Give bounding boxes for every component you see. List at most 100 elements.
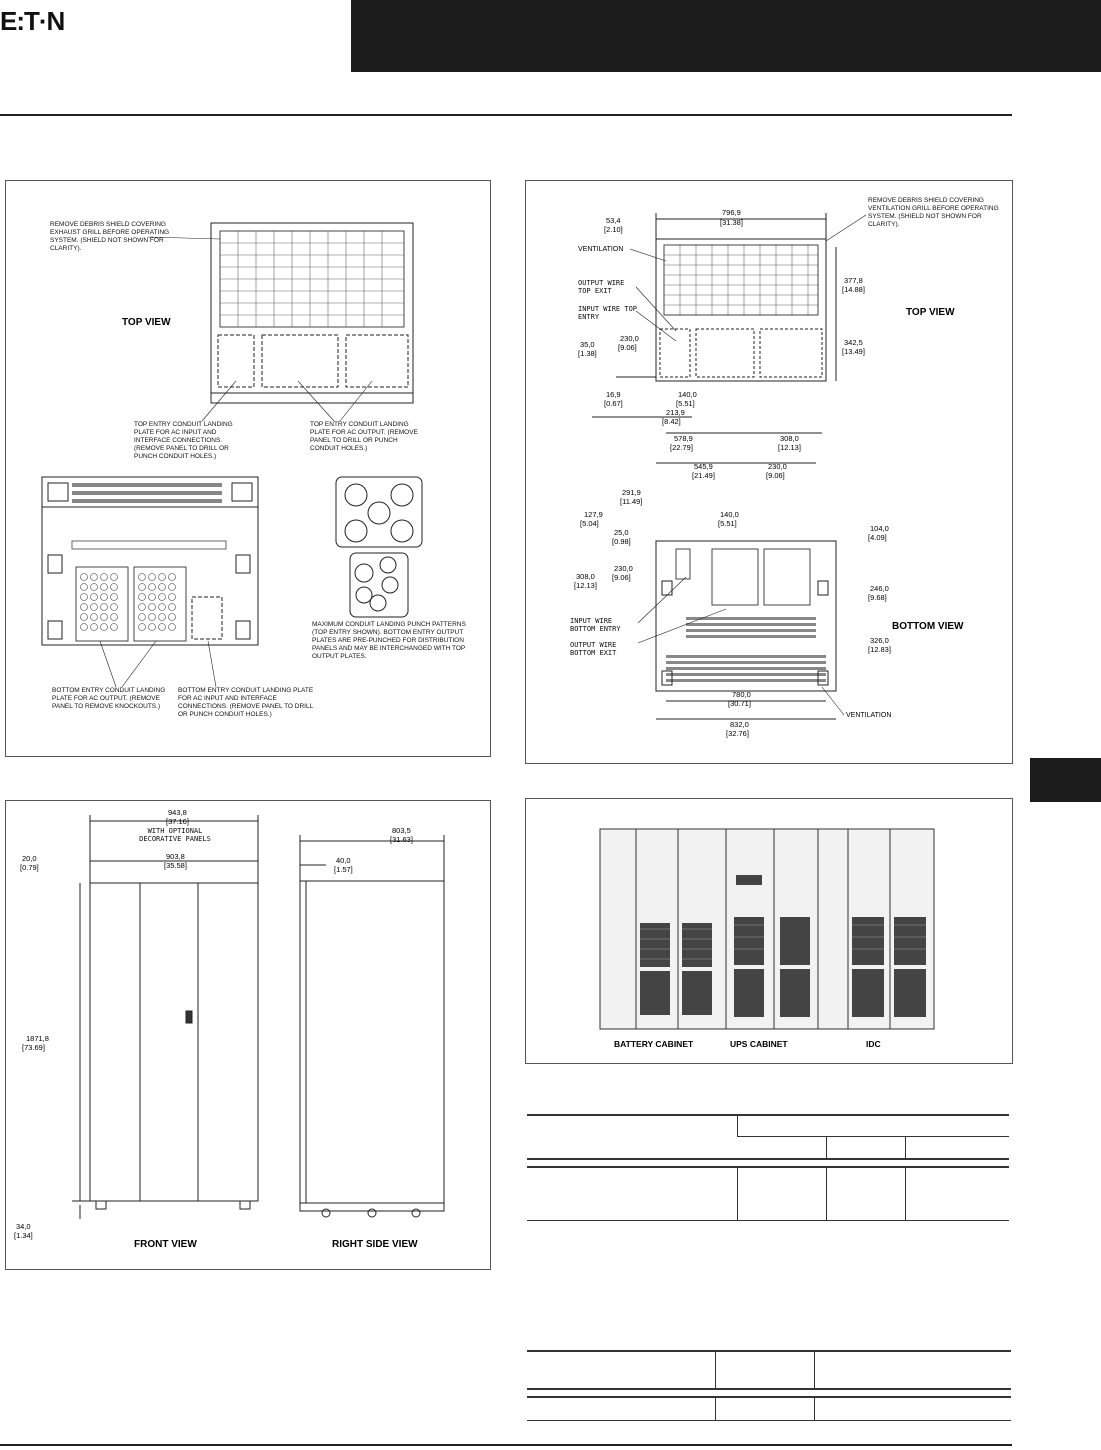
note-max-punch: MAXIMUM CONDUIT LANDING PUNCH PATTERNS (… bbox=[312, 621, 466, 660]
dim-e3b: [11.49] bbox=[620, 497, 642, 506]
section-tab bbox=[1030, 758, 1101, 802]
dim-width: 903,8 bbox=[166, 852, 185, 861]
dim-d2b: [31.38] bbox=[720, 218, 743, 227]
dim-d4b: [13.49] bbox=[842, 347, 865, 356]
dim-e11b: [12.83] bbox=[868, 645, 891, 654]
dim-e12b: [30.71] bbox=[728, 699, 751, 708]
dim-e11: 326,0 bbox=[870, 636, 889, 645]
punch-patterns bbox=[335, 476, 423, 618]
dim-e6b: [0.98] bbox=[612, 537, 631, 546]
front-view-label: FRONT VIEW bbox=[134, 1239, 197, 1250]
table1-subheader bbox=[738, 1136, 827, 1158]
dim-depth-b: [31.63] bbox=[390, 835, 413, 844]
dimension-drawing: 53,4 [2.10] 796,9 [31.38] 377,8 [14.88] … bbox=[570, 197, 999, 738]
dim-d2: 796,9 bbox=[722, 208, 741, 217]
spec-table-1-header bbox=[527, 1116, 1009, 1158]
dim-e9b: [12.13] bbox=[574, 581, 597, 590]
top-bottom-drawing: TOP VIEW REMOVE DEBRIS SHIELD COVERING E… bbox=[41, 221, 466, 718]
note-top-entry-output: TOP ENTRY CONDUIT LANDING PLATE FOR AC O… bbox=[310, 421, 418, 452]
dim-e2: 230,0 bbox=[768, 462, 787, 471]
dim-depth: 803,5 bbox=[392, 826, 411, 835]
dim-d11: 308,0 bbox=[780, 434, 799, 443]
dim-d9b: [8.42] bbox=[662, 417, 681, 426]
note-debris-shield: REMOVE DEBRIS SHIELD COVERING EXHAUST GR… bbox=[50, 221, 170, 252]
table1-mid-rule bbox=[527, 1158, 1009, 1160]
footer-rule bbox=[0, 1444, 1012, 1446]
dim-d10: 578,9 bbox=[674, 434, 693, 443]
table1-cell bbox=[737, 1168, 827, 1220]
dim-d6b: [9.06] bbox=[618, 343, 637, 352]
table1-header-group bbox=[737, 1116, 1009, 1137]
dim-d6: 230,0 bbox=[620, 334, 639, 343]
lbl-input-top: INPUT WIRE TOP ENTRY bbox=[578, 305, 638, 321]
header-bar bbox=[351, 0, 1101, 72]
dim-e5: 140,0 bbox=[720, 510, 739, 519]
dim-side-gap-b: [0.79] bbox=[20, 863, 39, 872]
lbl-ventilation-bottom: VENTILATION bbox=[846, 712, 891, 719]
spec-table-2-body bbox=[527, 1398, 1011, 1420]
table1-header-cell bbox=[527, 1116, 738, 1158]
dim-e5b: [5.51] bbox=[718, 519, 737, 528]
table1-subheader bbox=[825, 1136, 905, 1158]
figure-top-bottom-entry: TOP VIEW REMOVE DEBRIS SHIELD COVERING E… bbox=[5, 180, 491, 757]
lbl-input-bottom: INPUT WIRE BOTTOM ENTRY bbox=[570, 617, 621, 633]
dim-e2b: [9.06] bbox=[766, 471, 785, 480]
dim-depth-gap: 40,0 bbox=[336, 856, 351, 865]
lbl-ventilation: VENTILATION bbox=[578, 246, 623, 253]
cabinet-lineup-drawing: BATTERY CABINET UPS CABINET IDC bbox=[599, 828, 935, 1049]
spec-table-1-body bbox=[527, 1168, 1009, 1220]
figure-cabinet-lineup: BATTERY CABINET UPS CABINET IDC bbox=[525, 798, 1013, 1064]
top-view-cabinet bbox=[210, 222, 414, 404]
table2-body-rule bbox=[527, 1396, 1011, 1398]
dim-d5: 35,0 bbox=[580, 340, 595, 349]
dim-overall-b: [37.16] bbox=[166, 817, 189, 826]
dim-side-gap: 20,0 bbox=[22, 854, 37, 863]
dim-d4: 342,5 bbox=[844, 338, 863, 347]
note-debris-shield-right: REMOVE DEBRIS SHIELD COVERING VENTILATIO… bbox=[868, 197, 999, 228]
dim-height-b: [73.69] bbox=[22, 1043, 45, 1052]
top-view-label-right: TOP VIEW bbox=[906, 307, 955, 318]
dim-d11b: [12.13] bbox=[778, 443, 801, 452]
table2-header-cell bbox=[715, 1352, 815, 1388]
table2-cell bbox=[814, 1398, 1011, 1420]
lbl-idc: IDC bbox=[866, 1039, 881, 1049]
top-view-label: TOP VIEW bbox=[122, 317, 171, 328]
lbl-output-top: OUTPUT WIRE TOP EXIT bbox=[578, 279, 625, 295]
dim-d3: 377,8 bbox=[844, 276, 863, 285]
table2-header-cell bbox=[527, 1352, 716, 1388]
table2-mid-rule bbox=[527, 1388, 1011, 1390]
table2-bottom-rule bbox=[527, 1420, 1011, 1421]
dim-e13: 832,0 bbox=[730, 720, 749, 729]
table2-cell bbox=[715, 1398, 815, 1420]
dim-e8b: [9.06] bbox=[612, 573, 631, 582]
dim-height: 1871,8 bbox=[26, 1034, 49, 1043]
dim-e1: 545,9 bbox=[694, 462, 713, 471]
dim-d8b: [5.51] bbox=[676, 399, 695, 408]
dim-base-b: [1.34] bbox=[14, 1231, 33, 1240]
dim-e10b: [9.68] bbox=[868, 593, 887, 602]
dim-d5b: [1.38] bbox=[578, 349, 597, 358]
table1-bottom-rule bbox=[527, 1220, 1009, 1221]
dim-e7b: [4.09] bbox=[868, 533, 887, 542]
dim-depth-gap-b: [1.57] bbox=[334, 865, 353, 874]
table2-header-cell bbox=[814, 1352, 1011, 1388]
dim-overall: 943,8 bbox=[168, 808, 187, 817]
table1-subheader bbox=[904, 1136, 1009, 1158]
table1-body-rule bbox=[527, 1166, 1009, 1168]
note-top-entry-input: TOP ENTRY CONDUIT LANDING PLATE FOR AC I… bbox=[134, 421, 233, 460]
figure-dimensions-top-bottom: 53,4 [2.10] 796,9 [31.38] 377,8 [14.88] … bbox=[525, 180, 1013, 764]
table2-cell bbox=[527, 1398, 716, 1420]
right-side-view-label: RIGHT SIDE VIEW bbox=[332, 1239, 418, 1250]
table2-top-rule bbox=[527, 1350, 1011, 1352]
dim-d1: 53,4 bbox=[606, 216, 621, 225]
dim-d7: 16,9 bbox=[606, 390, 621, 399]
front-side-drawing: 943,8 [37.16] WITH OPTIONAL DECORATIVE P… bbox=[14, 808, 445, 1250]
table1-cell bbox=[905, 1168, 1009, 1220]
bottom-view-label: BOTTOM VIEW bbox=[892, 621, 964, 632]
eaton-logo: E:T·N bbox=[0, 6, 65, 36]
dim-e4b: [5.04] bbox=[580, 519, 599, 528]
dim-d3b: [14.88] bbox=[842, 285, 865, 294]
dim-overall-note: WITH OPTIONAL DECORATIVE PANELS bbox=[139, 827, 211, 843]
dim-e4: 127,9 bbox=[584, 510, 603, 519]
header-rule bbox=[0, 114, 1012, 116]
